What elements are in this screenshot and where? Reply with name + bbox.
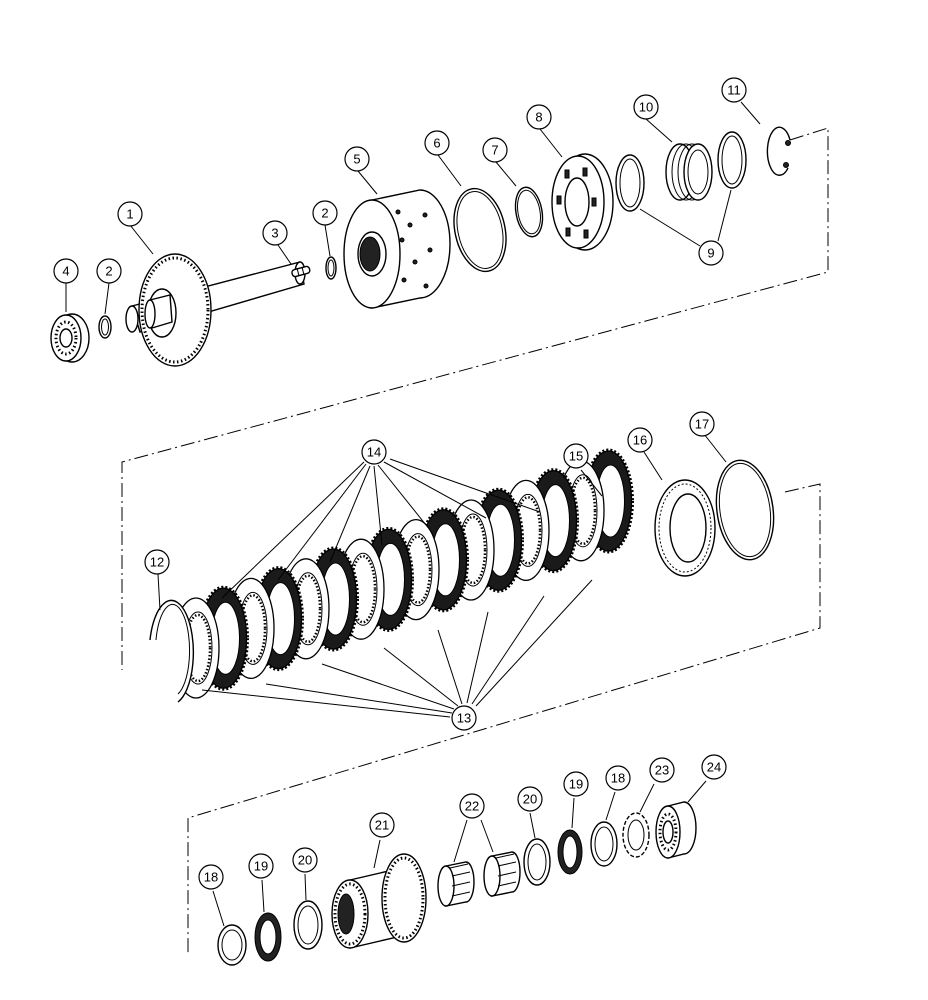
callout-23: 23 [649, 757, 675, 783]
part-snap-ring-2b [325, 256, 337, 280]
part-lock-plate-23 [622, 812, 650, 858]
part-ring-12 [149, 599, 195, 703]
callout-19: 19 [563, 771, 589, 797]
callout-16: 16 [627, 427, 653, 453]
callout-18: 18 [198, 864, 224, 890]
svg-text:3: 3 [271, 226, 278, 241]
callout-19: 19 [248, 853, 274, 879]
svg-text:24: 24 [707, 760, 721, 775]
svg-text:20: 20 [298, 853, 312, 868]
callout-6: 6 [424, 130, 450, 156]
callout-1: 1 [117, 201, 143, 227]
part-thrust-washer-19a [254, 912, 282, 962]
callout-4: 4 [53, 258, 79, 284]
part-needle-bearing-22a [437, 861, 475, 907]
callout-18: 18 [605, 765, 631, 791]
callout-13: 13 [451, 705, 477, 731]
callout-9: 9 [698, 240, 724, 266]
svg-text:5: 5 [353, 152, 360, 167]
part-seal-7 [514, 186, 544, 238]
svg-text:2: 2 [321, 206, 328, 221]
svg-text:23: 23 [655, 763, 669, 778]
part-bearing-4 [50, 313, 90, 363]
callout-2: 2 [312, 200, 338, 226]
part-washer-20a [293, 900, 323, 950]
svg-text:20: 20 [523, 792, 537, 807]
callout-8: 8 [526, 104, 552, 130]
part-bearing-24 [655, 801, 697, 859]
callout-21: 21 [369, 812, 395, 838]
part-snap-ring-11 [766, 126, 791, 176]
row-3-parts [217, 801, 697, 966]
row-1-parts [50, 126, 791, 367]
svg-text:11: 11 [727, 83, 741, 98]
part-plate-16 [654, 479, 716, 577]
part-gear-shaft-1 [125, 253, 306, 367]
callout-20: 20 [292, 847, 318, 873]
svg-text:19: 19 [254, 859, 268, 874]
svg-text:22: 22 [465, 799, 479, 814]
row-3-leaders [212, 780, 707, 927]
row-2-leaders [157, 433, 727, 718]
callout-24: 24 [701, 754, 727, 780]
svg-text:1: 1 [126, 207, 133, 222]
callout-7: 7 [482, 137, 508, 163]
part-washer-18a [217, 924, 247, 966]
svg-text:6: 6 [433, 136, 440, 151]
callout-11: 11 [721, 77, 747, 103]
svg-text:18: 18 [611, 771, 625, 786]
part-ring-9a [615, 154, 645, 212]
part-washer-18b [590, 821, 618, 867]
part-clutch-drum-5 [343, 189, 451, 309]
callout-labels: 1 2 2 3 4 5 6 7 8 9 10 11 12 13 14 15 16… [53, 77, 747, 890]
row-2-parts [172, 448, 634, 699]
part-snap-ring-2a [98, 315, 112, 339]
callout-5: 5 [344, 146, 370, 172]
part-washer-20b [523, 838, 551, 886]
callout-14: 14 [361, 439, 387, 465]
callout-15: 15 [563, 443, 589, 469]
svg-text:19: 19 [569, 777, 583, 792]
part-needle-bearing-22b [483, 851, 521, 897]
svg-text:7: 7 [491, 143, 498, 158]
svg-text:2: 2 [105, 264, 112, 279]
callout-12: 12 [144, 549, 170, 575]
svg-text:17: 17 [695, 417, 709, 432]
svg-text:8: 8 [535, 110, 542, 125]
callout-17: 17 [689, 411, 715, 437]
part-ring-9b [717, 131, 747, 189]
svg-text:18: 18 [204, 870, 218, 885]
assembly-centerlines [121, 127, 829, 955]
callout-2: 2 [96, 258, 122, 284]
svg-text:9: 9 [707, 246, 714, 261]
callout-3: 3 [262, 220, 288, 246]
svg-text:15: 15 [569, 449, 583, 464]
part-piston-8 [551, 153, 614, 251]
callout-20: 20 [517, 786, 543, 812]
row-1-leaders [65, 101, 761, 315]
part-spring-10 [665, 143, 713, 201]
part-gear-21 [331, 853, 427, 949]
svg-text:10: 10 [639, 100, 653, 115]
svg-text:13: 13 [457, 711, 471, 726]
callout-22: 22 [459, 793, 485, 819]
svg-text:16: 16 [633, 433, 647, 448]
part-thrust-washer-19b [557, 829, 583, 875]
svg-text:21: 21 [375, 818, 389, 833]
svg-text:4: 4 [62, 264, 69, 279]
callout-10: 10 [633, 94, 659, 120]
svg-text:12: 12 [150, 555, 164, 570]
part-seal-6 [453, 187, 507, 273]
part-pin-3 [291, 265, 311, 278]
svg-text:14: 14 [367, 445, 381, 460]
part-snap-ring-17 [715, 459, 775, 561]
